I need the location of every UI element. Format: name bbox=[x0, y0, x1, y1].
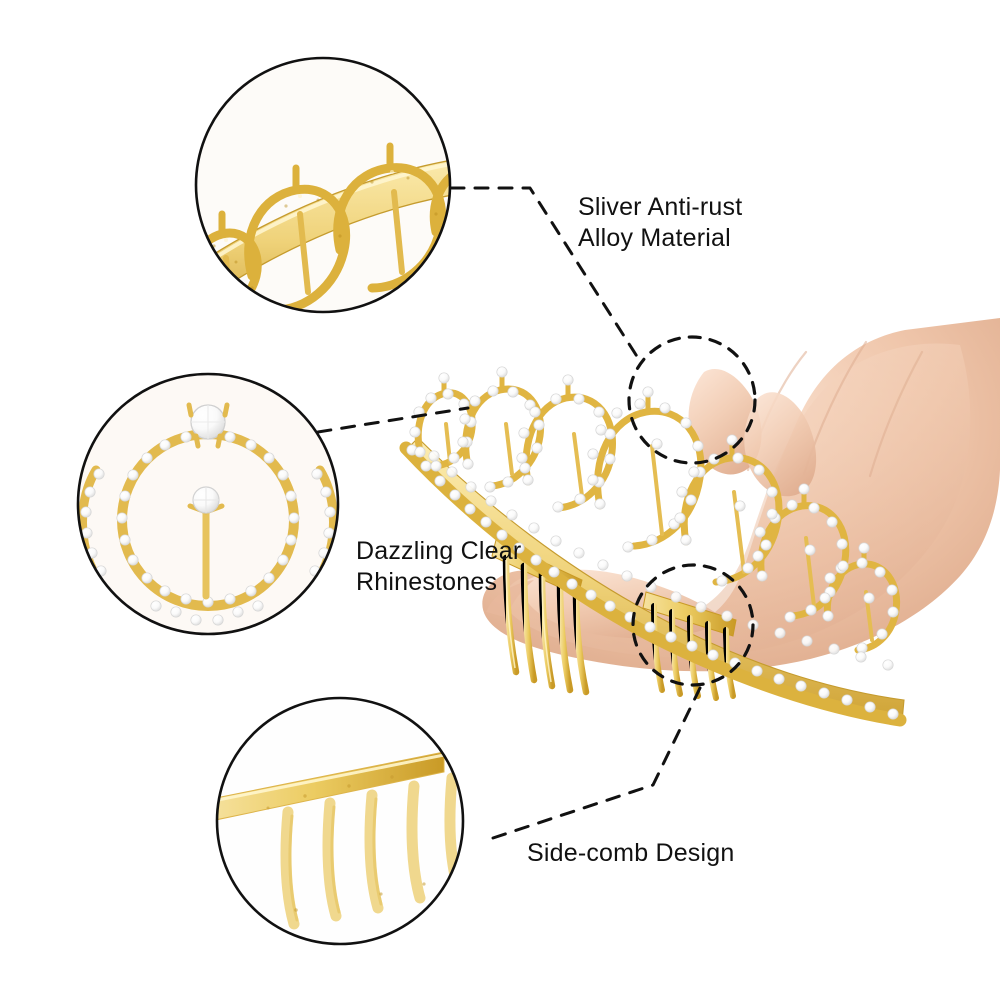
dashed-marker-alloy bbox=[627, 335, 757, 465]
connector-rhinestones bbox=[316, 406, 470, 434]
callout-label-rhinestones: Dazzling Clear Rhinestones bbox=[356, 537, 522, 596]
callout-circle-alloy bbox=[194, 56, 452, 314]
dashed-marker-side-comb bbox=[631, 563, 755, 687]
connector-alloy bbox=[449, 186, 640, 360]
main-photo-crown bbox=[399, 366, 907, 727]
callout-circle-rhinestones bbox=[76, 372, 340, 636]
callout-circle-side-comb bbox=[215, 696, 465, 946]
connector-side-comb bbox=[491, 686, 702, 840]
callout-label-side-comb: Side-comb Design bbox=[527, 839, 735, 867]
callout-label-alloy: Sliver Anti-rust Alloy Material bbox=[578, 193, 743, 252]
